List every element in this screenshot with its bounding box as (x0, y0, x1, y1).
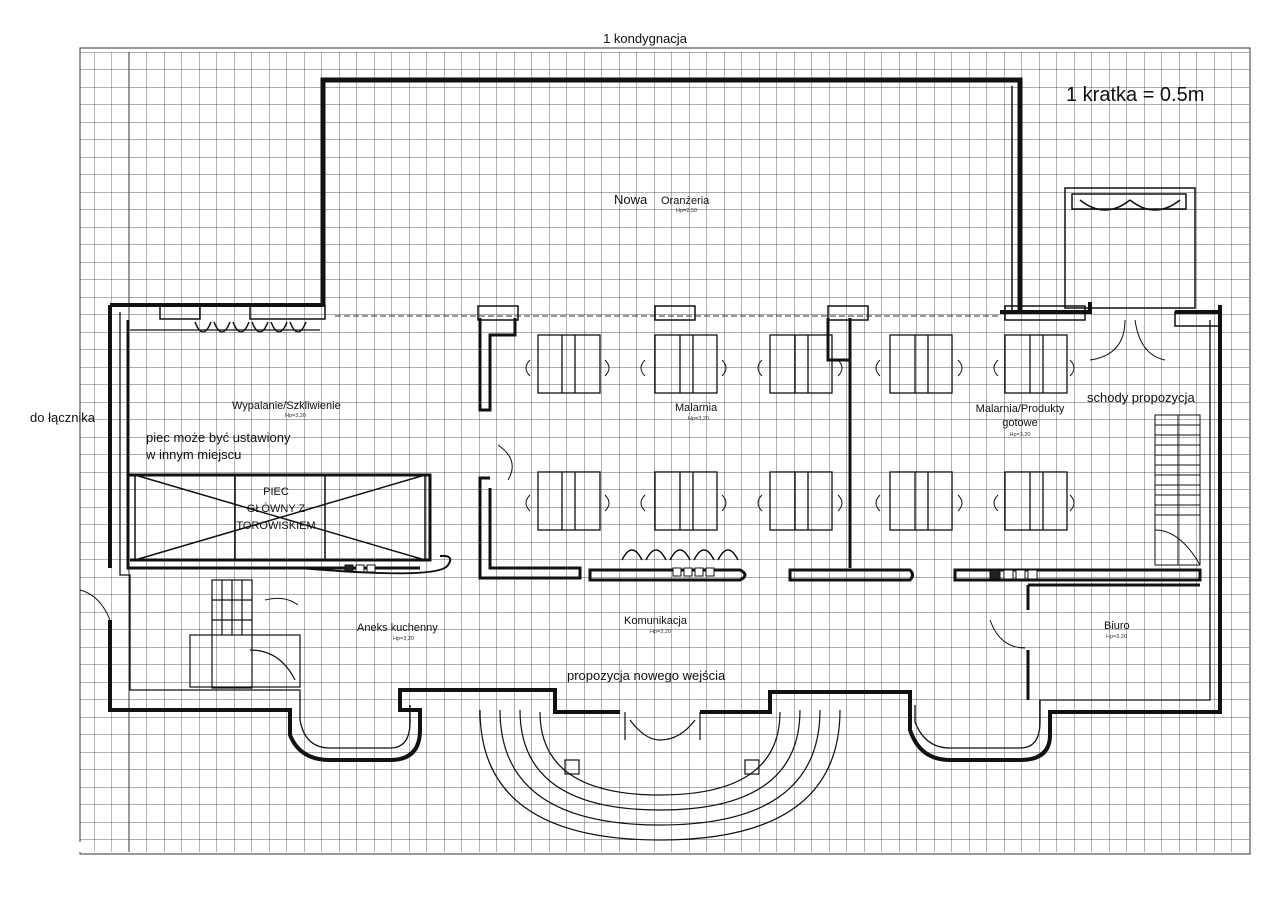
note-piec-line2: w innym miejscu (146, 447, 242, 462)
note-schody: schody propozycja (1087, 390, 1195, 405)
room-komunikacja-height: Hp=3,20 (650, 629, 671, 635)
kiln-cross (134, 474, 426, 561)
chairs (525, 359, 1075, 512)
scale-note: 1 kratka = 0.5m (1066, 84, 1205, 106)
bench-arches (621, 549, 739, 561)
kiln-label-3: TOROWISKIEM (236, 520, 316, 532)
oranzeria-height: Hp=2,50 (676, 208, 697, 214)
note-piec-line1: piec może być ustawiony (146, 430, 291, 445)
west-windows (159, 304, 326, 333)
oranzeria-prefix: Nowa (614, 192, 648, 207)
oranzeria-name: Oranżeria (661, 195, 710, 207)
stairs-west (189, 579, 301, 689)
oranzeria-walls (320, 77, 1023, 312)
side-label-lacznik: do łącznika (30, 410, 96, 425)
central-walls (478, 318, 1202, 582)
page-title: 1 kondygnacja (603, 31, 687, 46)
column-caps (477, 305, 1221, 327)
room-malarnia-produkty-2: gotowe (1002, 417, 1038, 429)
room-malarnia-produkty-1: Malarnia/Produkty (975, 403, 1065, 415)
room-komunikacja: Komunikacja (624, 615, 687, 627)
left-grid (80, 52, 129, 852)
office-walls (1026, 583, 1200, 700)
room-biuro-height: Hp=3,20 (1106, 634, 1127, 640)
work-tables (537, 334, 1068, 531)
kitchen-walls (299, 554, 452, 575)
doors (79, 319, 1166, 649)
kiln-label-1: PIEC (263, 486, 289, 498)
room-malarnia: Malarnia (675, 402, 718, 414)
east-bay (1064, 187, 1196, 309)
kiln-label-2: GŁÓWNY Z (246, 503, 306, 515)
stairs-east (1154, 414, 1201, 566)
room-malarnia-height: Hp=3,20 (688, 416, 709, 422)
note-wejscie: propozycja nowego wejścia (567, 668, 726, 683)
room-malarnia-produkty-height: Hp=3,20 (1009, 432, 1031, 438)
entrance-steps (479, 709, 841, 841)
room-aneks: Aneks kuchenny (357, 622, 438, 634)
room-biuro: Biuro (1104, 620, 1130, 632)
room-aneks-height: Hp=3,20 (393, 636, 414, 642)
room-wypalanie: Wypalanie/Szkliwienie (232, 400, 341, 412)
grid-paper (129, 52, 1249, 852)
counters (344, 564, 1038, 580)
room-wypalanie-height: Hp=3,20 (285, 413, 306, 419)
